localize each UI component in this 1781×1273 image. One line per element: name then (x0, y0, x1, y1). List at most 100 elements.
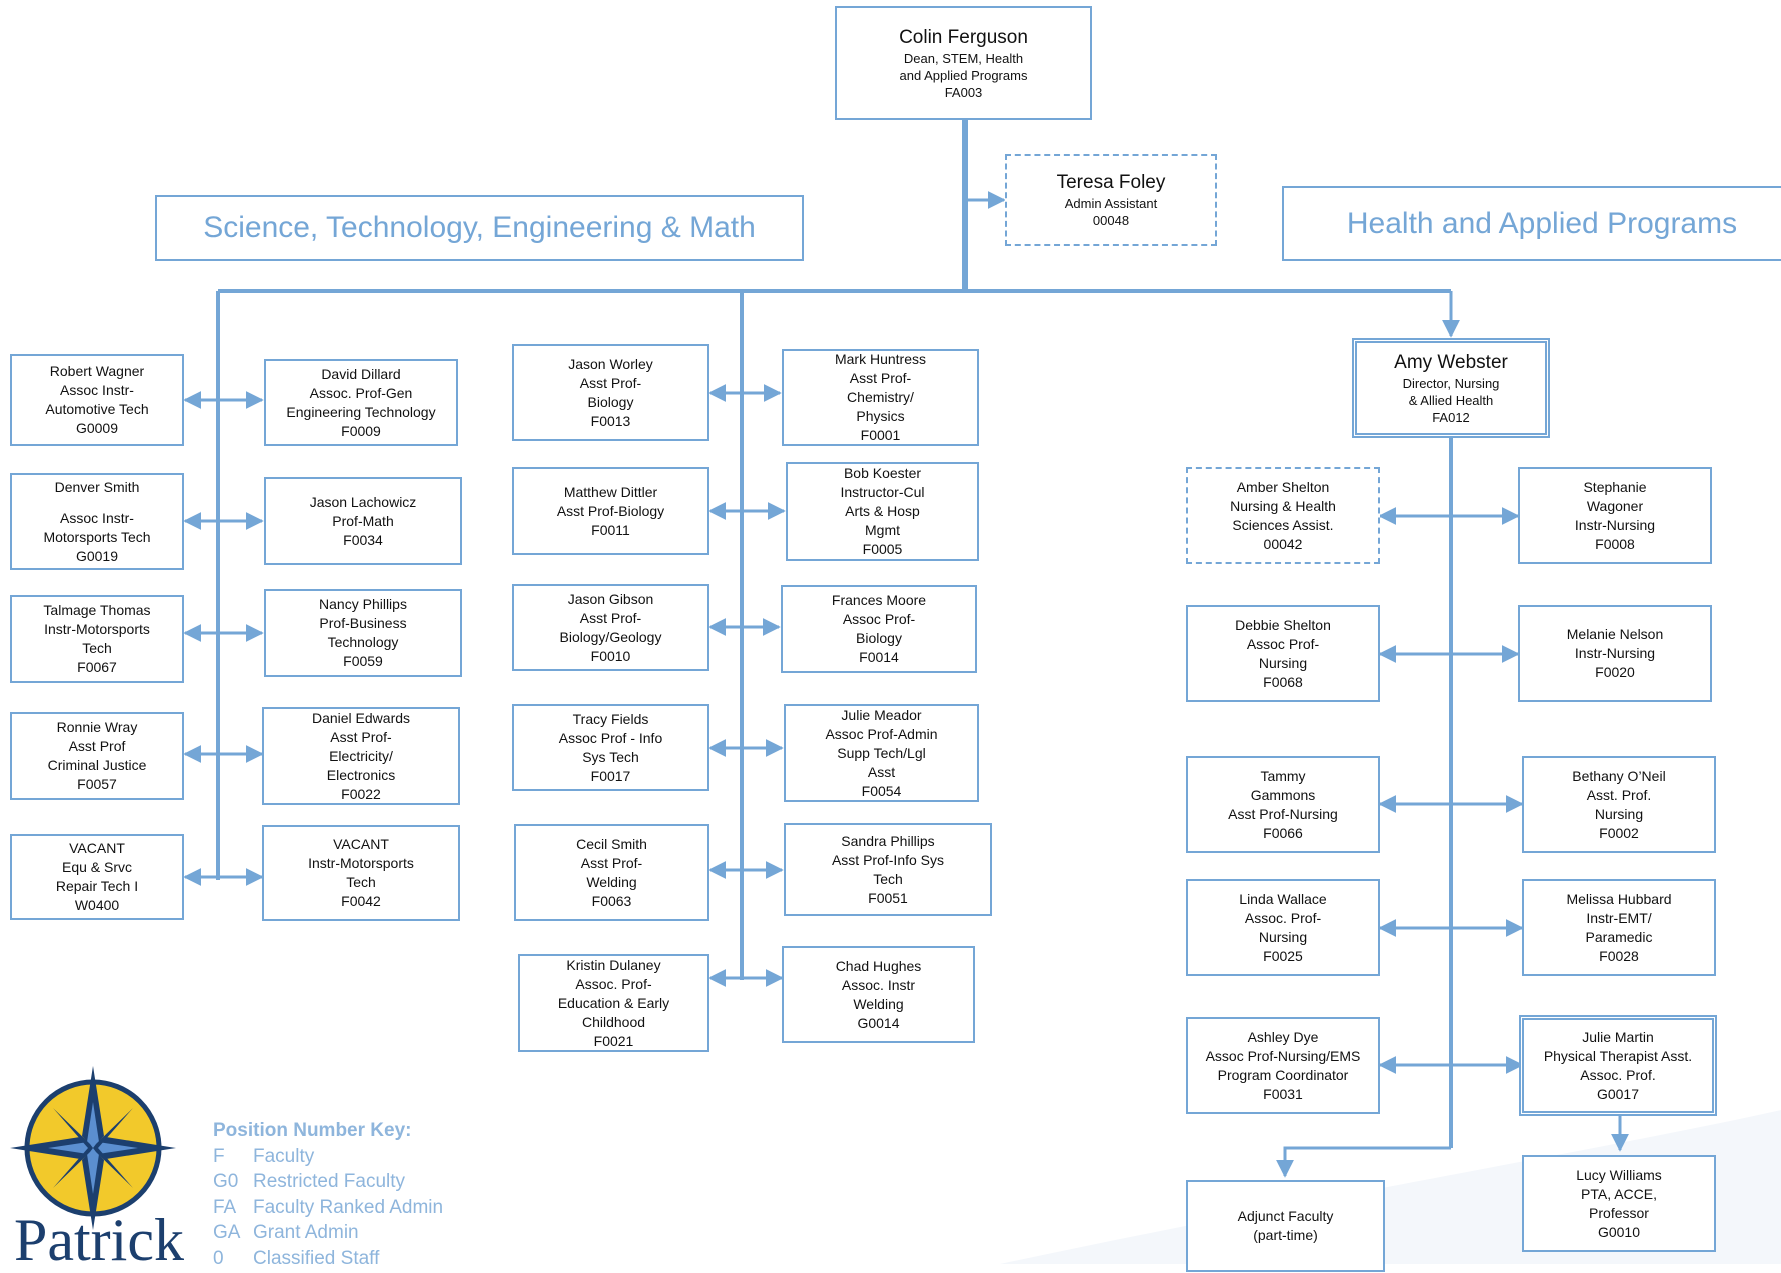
position-title: Biology (856, 630, 902, 646)
position-number: F0022 (341, 785, 381, 802)
position-title: Physics (856, 408, 905, 424)
position-title: Paramedic (1585, 928, 1653, 945)
position-title: Mgmt (865, 522, 900, 538)
position-title: Arts & Hosp (845, 503, 920, 519)
position-number: F0025 (1263, 947, 1303, 964)
person-name: Denver Smith (54, 478, 140, 495)
person-name: Jason Lachowicz (309, 493, 417, 510)
person-name: Talmage Thomas (43, 602, 151, 618)
position-title: Assoc Prof- (842, 611, 916, 627)
position-title: Biology (587, 393, 634, 410)
person-name: Julie Meador (841, 706, 922, 723)
position-number: F0014 (859, 649, 899, 665)
position-number: F0031 (1263, 1085, 1303, 1102)
position-title: Supp Tech/Lgl (837, 744, 926, 761)
position-number: (part-time) (1253, 1227, 1318, 1243)
position-title: Asst Prof-Info Sys (831, 851, 945, 868)
position-number: F0017 (590, 767, 631, 784)
position-title: Prof-Math (332, 512, 394, 529)
person-name: Amber Shelton (1236, 478, 1330, 495)
position-number: G0014 (857, 1014, 900, 1031)
position-number: F0020 (1595, 664, 1635, 680)
position-number: F0066 (1263, 824, 1303, 841)
health-banner: Health and Applied Programs (1282, 186, 1781, 261)
position-title: Professor (1589, 1204, 1649, 1221)
position-title: Asst Prof-Nursing (1228, 805, 1338, 822)
position-number: F0059 (343, 653, 383, 669)
position-number: F0028 (1599, 947, 1639, 964)
person-name: Teresa Foley (1056, 172, 1166, 193)
position-title: Instr-Nursing (1574, 645, 1656, 661)
position-title: Education & Early (557, 994, 670, 1011)
position-title: Assoc. Prof- (1244, 909, 1322, 926)
position-title: Wagoner (1586, 497, 1644, 514)
position-title: Program Coordinator (1217, 1066, 1349, 1083)
position-title: Instr-Motorsports (44, 621, 150, 637)
position-title: Tech (82, 640, 112, 656)
position-number: W0400 (74, 897, 120, 913)
position-title: Repair Tech I (55, 878, 139, 894)
person-name: Nancy Phillips (319, 596, 407, 612)
position-title: Welding (586, 873, 637, 890)
position-title: Assoc. Prof- (575, 975, 652, 992)
person-name: Jason Worley (568, 355, 653, 372)
position-number: F0002 (1599, 824, 1639, 841)
position-title: Nursing & Health (1230, 497, 1336, 514)
position-number: F0063 (591, 892, 632, 909)
position-number: G0019 (75, 547, 119, 564)
position-number: FA012 (1432, 409, 1470, 425)
person-name: Colin Ferguson (899, 26, 1028, 48)
position-number: G0009 (75, 420, 119, 436)
person-name: Ronnie Wray (56, 719, 138, 735)
position-title: Director, Nursing (1402, 375, 1500, 391)
person-name: Robert Wagner (49, 363, 145, 379)
position-title: Nursing (1594, 805, 1644, 822)
person-name: Matthew Dittler (563, 483, 658, 500)
position-title: Assoc Prof- (1246, 635, 1320, 652)
position-title: Tech (873, 870, 903, 887)
position-number: F0011 (591, 521, 630, 538)
position-number: FA003 (944, 84, 983, 100)
position-title: Assoc. Prof. (1580, 1066, 1656, 1083)
position-number: G0010 (1597, 1223, 1641, 1240)
position-title: Electronics (326, 766, 396, 783)
person-name: Sandra Phillips (841, 832, 935, 849)
position-title: Assoc. Instr (841, 976, 916, 993)
person-name: VACANT (333, 836, 389, 852)
position-title: Automotive Tech (45, 401, 149, 417)
position-number: F0034 (343, 531, 383, 548)
position-title: Nursing (1258, 928, 1308, 945)
position-number: F0067 (77, 659, 117, 675)
person-name: Amy Webster (1394, 351, 1508, 373)
position-number: F0009 (341, 422, 381, 439)
person-name: Lucy Williams (1576, 1166, 1662, 1183)
position-key-title: Position Number Key: (213, 1120, 412, 1141)
person-name: Cecil Smith (576, 835, 647, 852)
position-number: F0005 (862, 541, 903, 557)
position-number: F0008 (1595, 535, 1635, 552)
person-name: Kristin Dulaney (566, 956, 661, 973)
position-title: Gammons (1250, 786, 1316, 803)
position-title: Engineering Technology (286, 403, 436, 420)
position-number: F0042 (341, 893, 381, 909)
